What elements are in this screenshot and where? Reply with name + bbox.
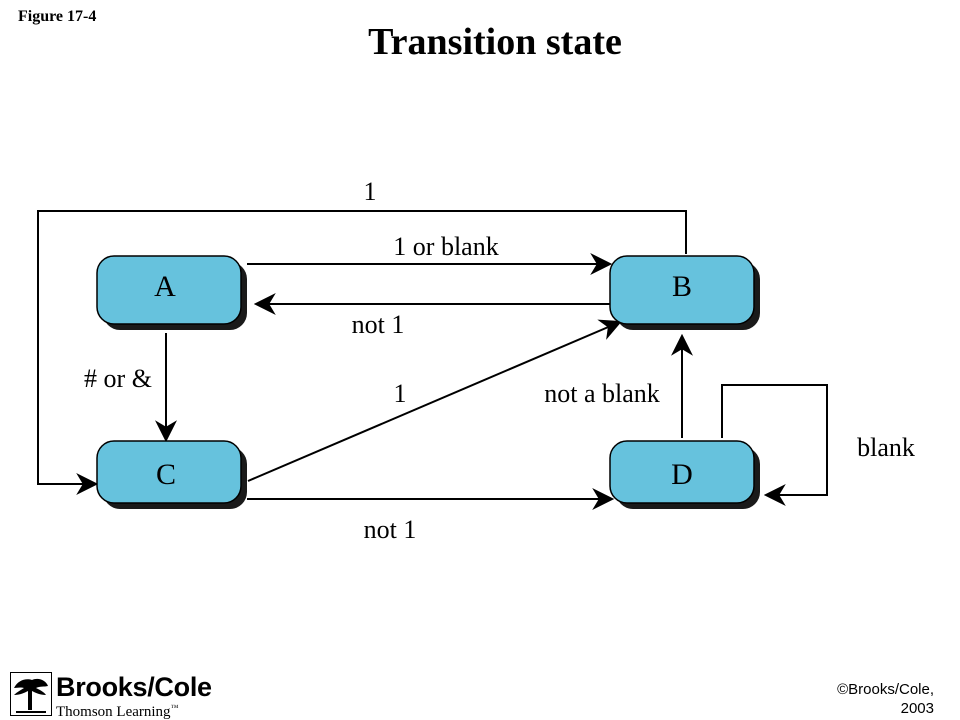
copyright-line-2: 2003 xyxy=(900,700,934,717)
label-a-to-b: 1 or blank xyxy=(393,232,498,261)
state-b-label: B xyxy=(672,270,692,303)
state-d: D xyxy=(609,440,760,509)
figure-label: Figure 17-4 xyxy=(18,8,97,25)
copyright-line-1: ©Brooks/Cole, xyxy=(837,681,934,698)
label-b-to-a: not 1 xyxy=(352,310,405,339)
label-a-to-c: # or & xyxy=(84,364,152,393)
logo-brand: Brooks/Cole xyxy=(56,672,212,702)
copyright: ©Brooks/Cole, 2003 xyxy=(774,680,934,718)
label-c-to-b: 1 xyxy=(394,379,407,408)
edge-d-to-d xyxy=(721,384,828,506)
page-title: Transition state xyxy=(368,21,622,63)
state-c-label: C xyxy=(156,458,176,491)
edge-c-to-b xyxy=(247,319,623,482)
label-c-to-d: not 1 xyxy=(364,515,417,544)
logo-sub-text: Thomson Learning xyxy=(56,704,171,720)
tree-icon xyxy=(10,672,52,716)
state-b: B xyxy=(609,255,760,330)
label-d-to-b: not a blank xyxy=(544,379,660,408)
state-a: A xyxy=(96,255,247,330)
brooks-cole-logo: Brooks/Cole Thomson Learning™ xyxy=(10,672,240,720)
logo-sub: Thomson Learning™ xyxy=(56,700,178,720)
trademark-mark: ™ xyxy=(170,703,179,712)
label-d-to-d: blank xyxy=(857,433,915,462)
edge-b-to-c xyxy=(37,210,687,495)
label-b-to-c: 1 xyxy=(364,177,377,206)
state-d-label: D xyxy=(671,458,693,491)
state-a-label: A xyxy=(154,270,176,303)
state-c: C xyxy=(96,440,247,509)
transition-edges xyxy=(37,210,828,510)
